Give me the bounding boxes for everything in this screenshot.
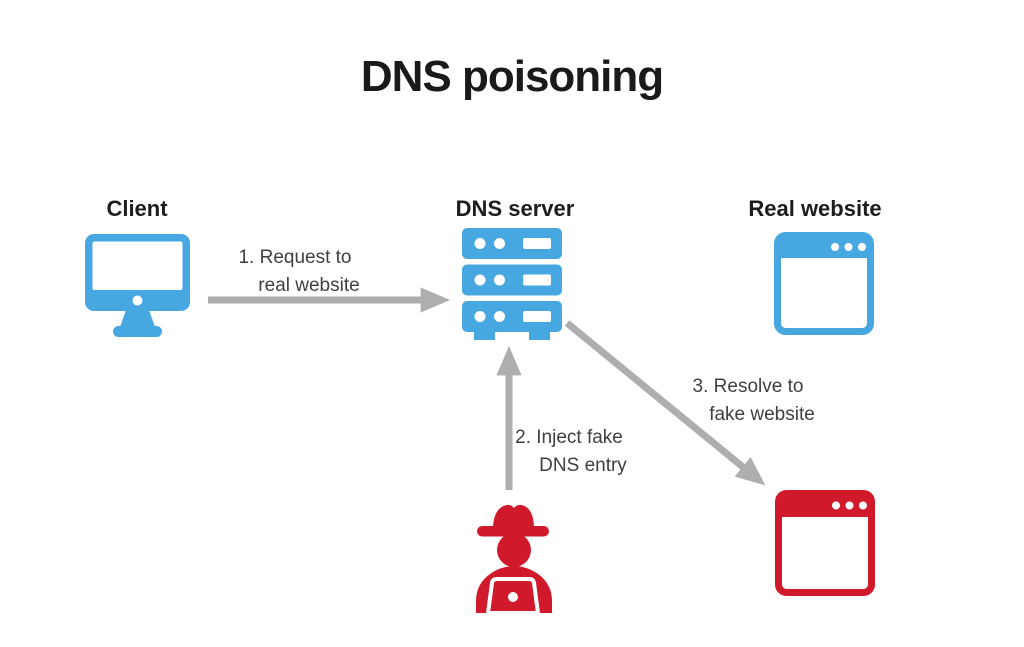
step-1-line2: real website bbox=[258, 275, 360, 296]
step-2-line1: 2. Inject fake bbox=[515, 427, 623, 448]
step-1-label: 1. Request to real website bbox=[185, 244, 405, 300]
desktop-monitor-icon bbox=[85, 234, 190, 337]
page-title: DNS poisoning bbox=[360, 52, 664, 101]
step-1-line1: 1. Request to bbox=[238, 247, 352, 268]
step-3-label: 3. Resolve to fake website bbox=[638, 373, 858, 429]
browser-window-icon bbox=[774, 232, 874, 335]
step-3-line2: fake website bbox=[709, 404, 815, 425]
step-2-label: 2. Inject fake DNS entry bbox=[459, 424, 679, 480]
browser-window-icon bbox=[775, 490, 875, 596]
hacker-icon bbox=[476, 504, 552, 613]
step-3-line1: 3. Resolve to bbox=[692, 376, 804, 397]
arrow-resolve-to-fake bbox=[564, 320, 766, 486]
client-label: Client bbox=[106, 196, 168, 221]
dns-server-label: DNS server bbox=[455, 196, 575, 221]
server-stack-icon bbox=[462, 228, 562, 340]
step-2-line2: DNS entry bbox=[539, 455, 627, 476]
real-website-label: Real website bbox=[748, 196, 882, 221]
